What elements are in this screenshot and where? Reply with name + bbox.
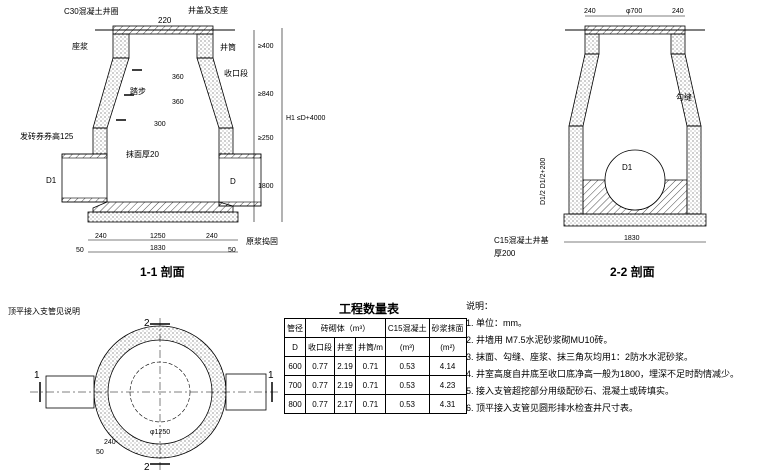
table-cell: 0.53	[384, 394, 430, 414]
label-dim-400: ≥400	[258, 43, 274, 50]
label-dim-840: ≥840	[258, 91, 274, 98]
table-row: 600 0.77 2.19 0.71 0.53 4.14	[284, 356, 467, 376]
th-reducer: 收口段	[305, 337, 335, 357]
label-dim-360b: 360	[172, 99, 184, 106]
label-reducer: 收口段	[224, 68, 248, 78]
plan-dim-phi: φ1250	[150, 429, 170, 436]
label-dim-220: 220	[158, 16, 172, 25]
label-dim-360a: 360	[172, 74, 184, 81]
label-dim-240b: 240	[206, 233, 218, 240]
label-22-dim-240a: 240	[584, 8, 596, 15]
section-1-1-title: 1-1 剖面	[140, 264, 185, 279]
label-bedding: 原浆捣固	[246, 236, 278, 246]
label-22-base: C15混凝土井基	[494, 235, 549, 245]
table-cell: 0.53	[384, 356, 430, 376]
table-cell: 2.19	[334, 375, 356, 395]
table-cell: 0.77	[305, 356, 335, 376]
label-22-d1: D1	[622, 163, 633, 172]
label-dim-50b: 50	[228, 247, 236, 254]
table-cell: 2.19	[334, 356, 356, 376]
label-22-dim-1830: 1830	[624, 235, 640, 242]
th-pipe: 管径	[284, 318, 306, 338]
label-dim-1250: 1250	[150, 233, 166, 240]
table-cell: 0.77	[305, 394, 335, 414]
note-item: 4. 井室高度自井底至收口底净高一般为1800，埋深不足时酌情减少。	[466, 369, 740, 379]
table-row: 700 0.77 2.19 0.71 0.53 4.23	[284, 375, 467, 395]
label-dim-50a: 50	[76, 247, 84, 254]
note-item: 2. 井墙用 M7.5水泥砂浆砌MU10砖。	[466, 335, 613, 345]
plan-dim-240: 240	[104, 439, 116, 446]
label-dim-1830: 1830	[150, 245, 166, 252]
label-c30-cover: C30混凝土井圈	[64, 6, 119, 16]
note-item: 6. 顶平接入支管见圆形排水检查井尺寸表。	[466, 403, 639, 413]
label-brick-coupon: 发砖券券高125	[20, 131, 74, 141]
th-chamber: 井室	[334, 337, 356, 357]
th-mortar: 砂浆抹面	[428, 318, 467, 338]
label-plaster: 抹面厚20	[126, 149, 159, 159]
plan-dim-50: 50	[96, 449, 104, 456]
notes-block: 说明： 1. 单位：mm。 2. 井墙用 M7.5水泥砂浆砌MU10砖。 3. …	[466, 298, 739, 417]
th-c15: C15混凝土	[384, 318, 430, 338]
table-cell: 0.71	[355, 375, 386, 395]
label-22-joint: 勾缝	[676, 92, 692, 102]
label-step: 踏步	[130, 86, 146, 96]
label-22-dim-phi700: φ700	[626, 8, 642, 15]
table-cell: 0.53	[384, 375, 430, 395]
label-d1: D1	[46, 176, 57, 185]
table-cell: 4.23	[428, 375, 467, 395]
label-22-base-thk: 厚200	[494, 249, 516, 258]
table-cell: 2.17	[334, 394, 356, 414]
table-cell: 4.14	[428, 356, 467, 376]
plan-label-2-bottom: 2	[144, 462, 150, 473]
note-item: 3. 抹面、勾缝、座浆、抹三角灰均用1：2防水水泥砂浆。	[466, 352, 694, 362]
table-cell: 800	[284, 394, 306, 414]
label-seat-mortar: 座浆	[72, 41, 88, 51]
label-dim-300: 300	[154, 121, 166, 128]
label-dim-1800: 1800	[258, 183, 274, 190]
quantity-table: 管径 砖砌体（m³） C15混凝土 砂浆抹面 D 收口段 井室 井筒/m (m³…	[284, 318, 467, 414]
label-22-dim-240b: 240	[672, 8, 684, 15]
plan-label-1-right: 1	[268, 370, 274, 381]
table-cell: 700	[284, 375, 306, 395]
table-cell: 0.77	[305, 375, 335, 395]
plan-label-1-left: 1	[34, 370, 40, 381]
plan-note: 顶平接入支管见说明	[8, 306, 80, 316]
th-pipe-unit: D	[284, 337, 306, 357]
label-well-ring: 井筒	[220, 42, 236, 52]
label-cover-seat: 井盖及支座	[188, 5, 228, 15]
table-row: 800 0.77 2.17 0.71 0.53 4.31	[284, 394, 467, 414]
note-item: 5. 接入支管超挖部分用级配砂石、混凝土或砖填实。	[466, 386, 675, 396]
plan-view	[30, 318, 280, 470]
quantity-table-title: 工程数量表	[338, 302, 399, 316]
th-shaft: 井筒/m	[355, 337, 386, 357]
label-d: D	[230, 177, 236, 186]
label-dim-250: ≥250	[258, 135, 274, 142]
notes-heading: 说明：	[466, 301, 494, 311]
section-1-1	[61, 25, 283, 253]
th-mortar-unit: (m²)	[428, 337, 467, 357]
th-masonry: 砖砌体（m³）	[305, 318, 386, 338]
section-2-2-title: 2-2 剖面	[610, 264, 655, 279]
th-c15-unit: (m³)	[384, 337, 430, 357]
plan-label-2-top: 2	[144, 318, 150, 329]
table-cell: 600	[284, 356, 306, 376]
label-dim-240a: 240	[95, 233, 107, 240]
table-cell: 0.71	[355, 394, 386, 414]
table-cell: 0.71	[355, 356, 386, 376]
note-item: 1. 单位：mm。	[466, 318, 528, 328]
table-cell: 4.31	[428, 394, 467, 414]
label-22-dim-side: D1/2 D1/2+200	[540, 158, 547, 205]
label-dim-h1: H1 ≤D+4000	[286, 115, 326, 122]
section-2-2	[563, 15, 707, 243]
